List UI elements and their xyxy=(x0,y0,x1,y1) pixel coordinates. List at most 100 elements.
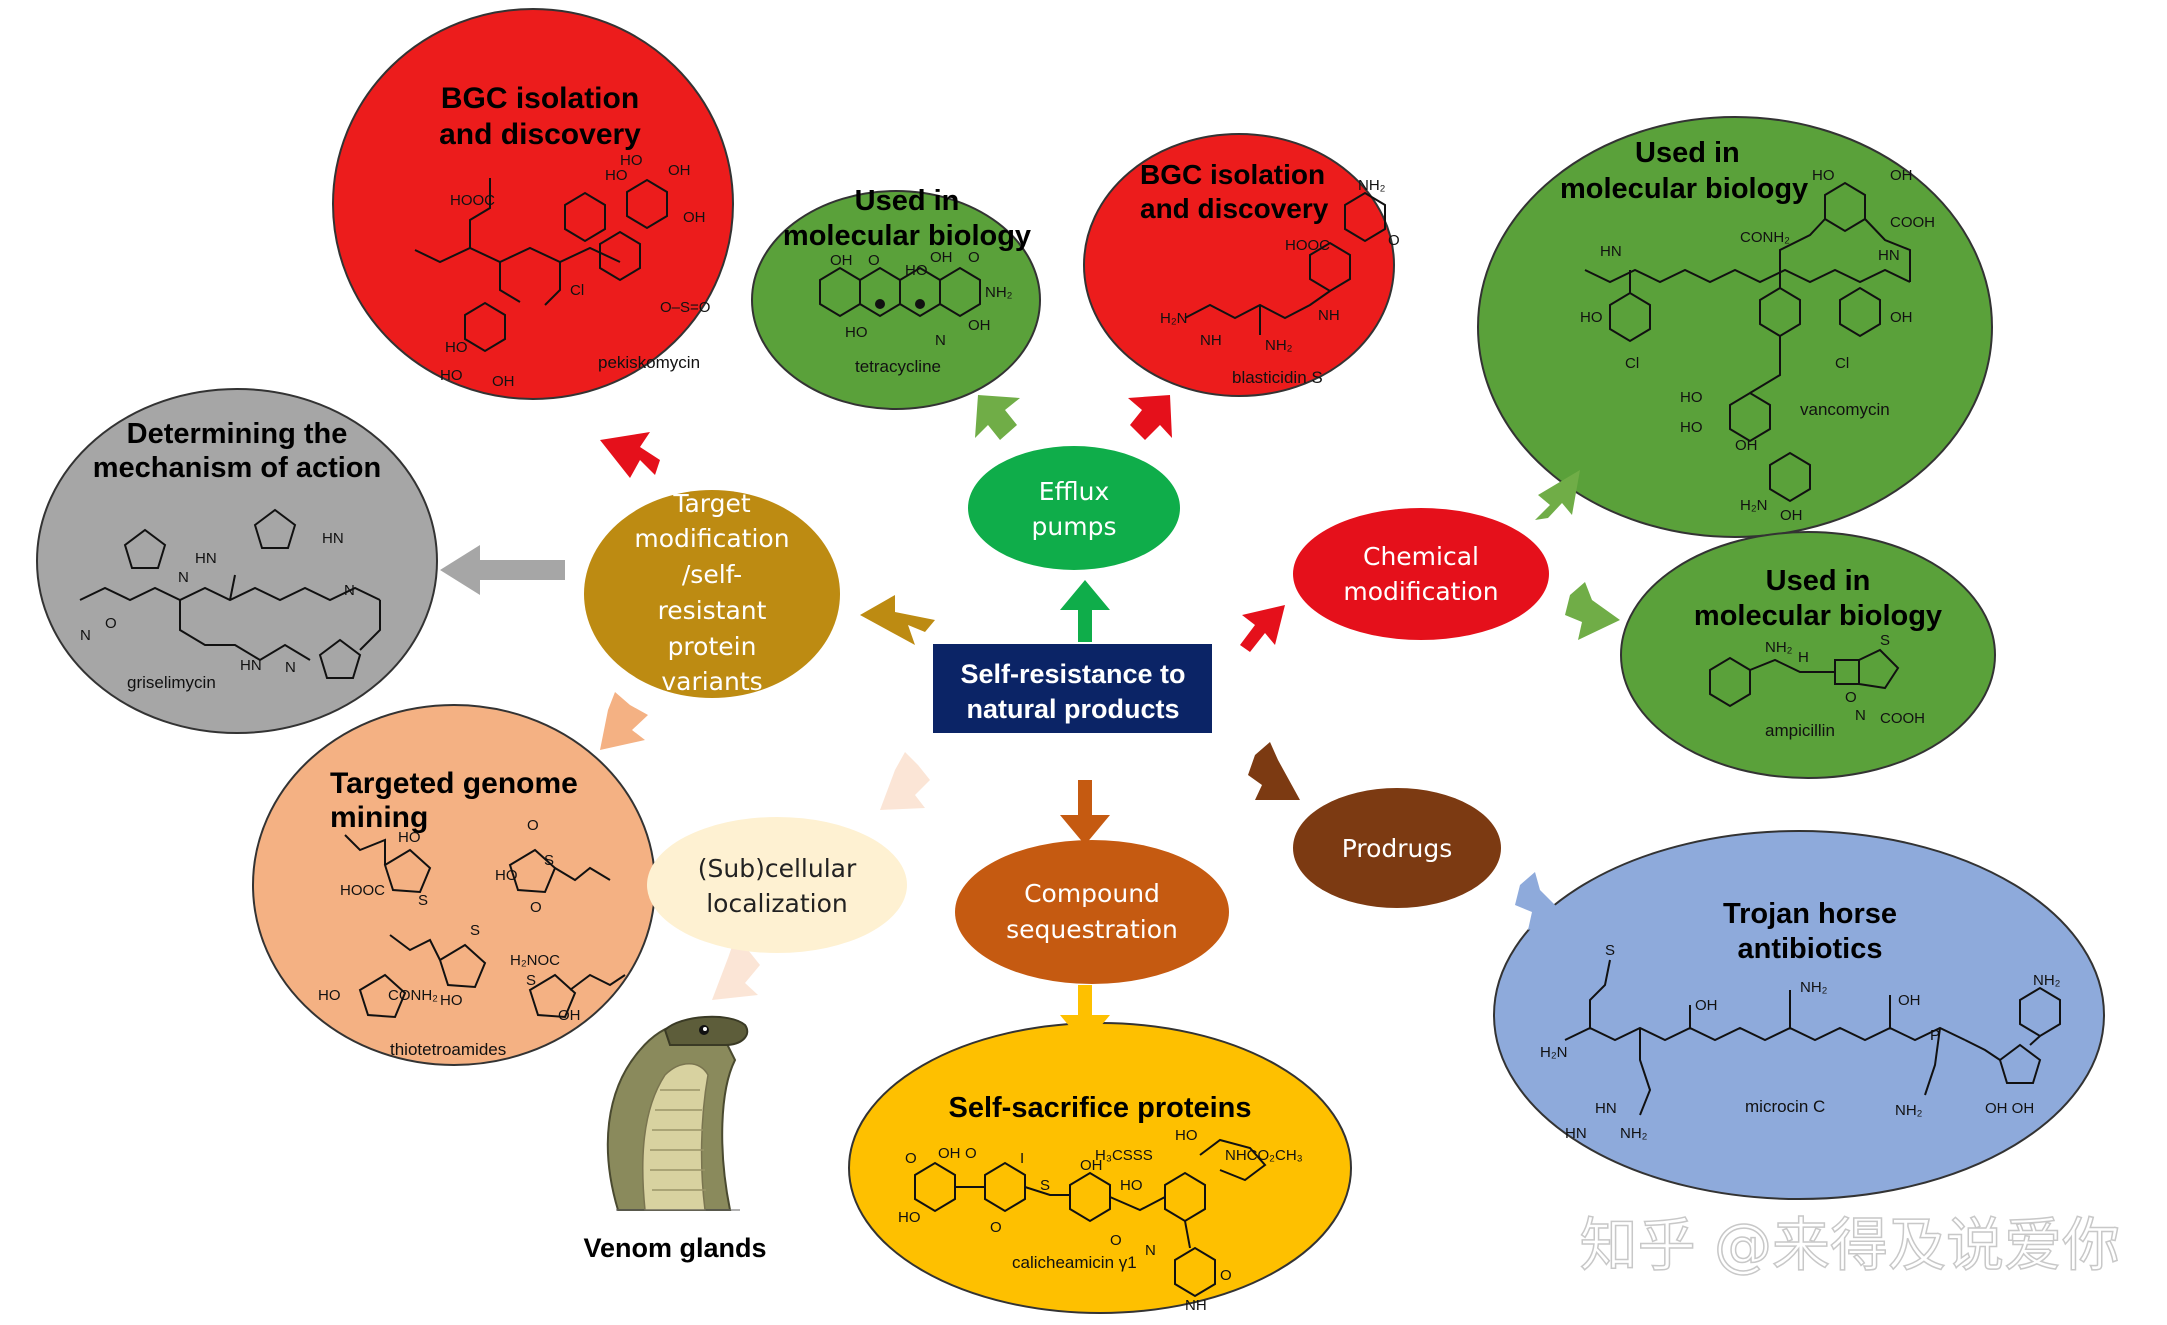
svg-text:P: P xyxy=(1930,1027,1940,1044)
svg-text:HO: HO xyxy=(1580,309,1603,326)
svg-text:OH: OH xyxy=(968,317,991,334)
pekiskomycin-structure: HOOC HO HO OH OH O–S=O HO HO OH Cl xyxy=(414,152,710,390)
svg-text:HO: HO xyxy=(1175,1127,1198,1144)
svg-text:HO: HO xyxy=(440,992,463,1009)
target-modification-hub: Target modification /self- resistant pro… xyxy=(584,489,840,698)
svg-text:OH OH: OH OH xyxy=(1985,1100,2034,1117)
efflux-pumps-hub: Efflux pumps xyxy=(968,446,1180,570)
trojan-horse-node: Trojan horse antibiotics S H₂N OH NH₂ OH… xyxy=(1493,830,2105,1200)
griselimycin-structure: HN HN N N O N HN N xyxy=(79,508,381,679)
svg-text:NH₂: NH₂ xyxy=(1620,1125,1648,1142)
svg-text:OH: OH xyxy=(1080,1157,1103,1174)
svg-text:NH: NH xyxy=(1200,332,1222,349)
svg-text:HO: HO xyxy=(318,987,341,1004)
genome-mining-node: Targeted genome mining HO HOOC S HO S O … xyxy=(252,704,656,1066)
molbio-tetra-title-line1: Used in xyxy=(855,185,960,217)
svg-text:O: O xyxy=(527,817,539,834)
svg-text:O: O xyxy=(990,1219,1002,1236)
center-title-line1: Self-resistance to xyxy=(960,659,1185,689)
svg-text:H₂N: H₂N xyxy=(1740,497,1768,514)
vancomycin-label: vancomycin xyxy=(1800,400,1890,419)
svg-text:HN: HN xyxy=(1595,1100,1617,1117)
molbio-vanco-title-line2: molecular biology xyxy=(1560,173,1808,205)
molbio-ampicillin-node: Used in molecular biology NH₂ H S O N CO… xyxy=(1620,531,1996,779)
chemical-hub-line2: modification xyxy=(1343,577,1498,606)
center-title-line2: natural products xyxy=(966,694,1179,724)
target-hub-line4: resistant xyxy=(658,596,767,625)
svg-text:H₂N: H₂N xyxy=(1540,1044,1568,1061)
arrow-localization-to-venom xyxy=(712,938,760,1000)
svg-text:HO: HO xyxy=(905,262,928,279)
svg-text:HO: HO xyxy=(845,324,868,341)
svg-text:S: S xyxy=(544,852,554,869)
self-sacrifice-node: Self-sacrifice proteins O OH HO O I O S … xyxy=(848,1022,1352,1314)
arrow-efflux-to-tetracycline xyxy=(975,395,1020,440)
svg-text:HN: HN xyxy=(1878,247,1900,264)
svg-text:HO: HO xyxy=(445,339,468,356)
sequestration-hub-line1: Compound xyxy=(1024,879,1160,908)
svg-text:HN: HN xyxy=(195,550,217,567)
center-box: Self-resistance to natural products xyxy=(931,642,1214,735)
svg-text:O: O xyxy=(1110,1232,1122,1249)
svg-text:HO: HO xyxy=(620,152,643,169)
arrow-center-to-localization xyxy=(880,752,930,810)
svg-text:HN: HN xyxy=(1565,1125,1587,1142)
svg-text:OH: OH xyxy=(1735,437,1758,454)
svg-text:OH: OH xyxy=(938,1145,961,1162)
svg-text:H₂NOC: H₂NOC xyxy=(510,952,560,969)
genome-title-line2: mining xyxy=(330,801,428,834)
svg-text:HO: HO xyxy=(898,1209,921,1226)
molbio-tetra-title-line2: molecular biology xyxy=(783,220,1031,252)
svg-text:CONH₂: CONH₂ xyxy=(388,987,438,1004)
svg-text:HO: HO xyxy=(495,867,518,884)
griselimycin-label: griselimycin xyxy=(127,673,216,692)
genome-title-line1: Targeted genome xyxy=(330,767,578,800)
svg-text:OH: OH xyxy=(830,252,853,269)
arrow-chemical-to-ampicillin xyxy=(1565,582,1620,640)
tetracycline-structure: OH O HO OH O NH₂ OH HO N xyxy=(819,249,1013,349)
svg-text:HN: HN xyxy=(240,657,262,674)
compound-sequestration-hub: Compound sequestration xyxy=(955,840,1229,984)
arrow-center-to-prodrugs xyxy=(1248,742,1300,800)
efflux-hub-line1: Efflux xyxy=(1039,477,1110,506)
svg-text:I: I xyxy=(1020,1150,1024,1167)
svg-text:COOH: COOH xyxy=(1880,710,1925,727)
svg-text:HO: HO xyxy=(398,829,421,846)
target-hub-line1: Target xyxy=(672,489,751,518)
watermark-text: 知乎 @来得及说爱你 xyxy=(1580,1211,2120,1279)
arrow-chemical-to-vancomycin xyxy=(1535,470,1580,520)
svg-text:OH: OH xyxy=(683,209,706,226)
arrow-sequestration-to-sacrifice xyxy=(1060,985,1110,1045)
chemical-hub-line1: Chemical xyxy=(1363,542,1479,571)
svg-text:OH: OH xyxy=(668,162,691,179)
mech-title-line1: Determining the xyxy=(127,418,348,450)
svg-text:HOOC: HOOC xyxy=(340,882,385,899)
svg-text:S: S xyxy=(526,972,536,989)
svg-text:HN: HN xyxy=(1600,243,1622,260)
svg-text:OH: OH xyxy=(1890,167,1913,184)
thiotetroamides-structure: HO HOOC S HO S O O S HO HO CONH₂ H₂NOC S… xyxy=(318,817,626,1024)
efflux-hub-line2: pumps xyxy=(1032,512,1117,541)
vancomycin-structure: HN CONH₂ HO OH COOH HN HO Cl Cl OH HO HO… xyxy=(1580,167,1935,524)
svg-text:Cl: Cl xyxy=(1625,355,1639,372)
svg-text:O: O xyxy=(105,615,117,632)
svg-text:HO: HO xyxy=(1680,419,1703,436)
svg-text:HN: HN xyxy=(322,530,344,547)
bgc-right-title-line1: BGC isolation xyxy=(1140,159,1325,190)
svg-text:N: N xyxy=(935,332,946,349)
microcin-label: microcin C xyxy=(1745,1097,1825,1116)
arrow-target-to-bgc-left xyxy=(600,432,660,478)
blasticidin-label: blasticidin S xyxy=(1232,368,1323,387)
target-hub-line6: variants xyxy=(661,667,762,696)
svg-text:HO: HO xyxy=(1120,1177,1143,1194)
svg-text:HOOC: HOOC xyxy=(1285,237,1330,254)
svg-text:H: H xyxy=(1798,649,1809,666)
svg-text:O: O xyxy=(968,249,980,266)
arrow-center-to-target xyxy=(860,595,935,645)
svg-text:Cl: Cl xyxy=(570,282,584,299)
molbio-vancomycin-node: Used in molecular biology HN CONH₂ HO OH… xyxy=(1477,116,1993,538)
microcin-structure: S H₂N OH NH₂ OH P HN HN NH₂ NH₂ NH₂ OH O… xyxy=(1540,942,2061,1142)
svg-text:HO: HO xyxy=(1812,167,1835,184)
cobra-illustration xyxy=(606,1015,749,1211)
trojan-title-line1: Trojan horse xyxy=(1723,898,1897,930)
